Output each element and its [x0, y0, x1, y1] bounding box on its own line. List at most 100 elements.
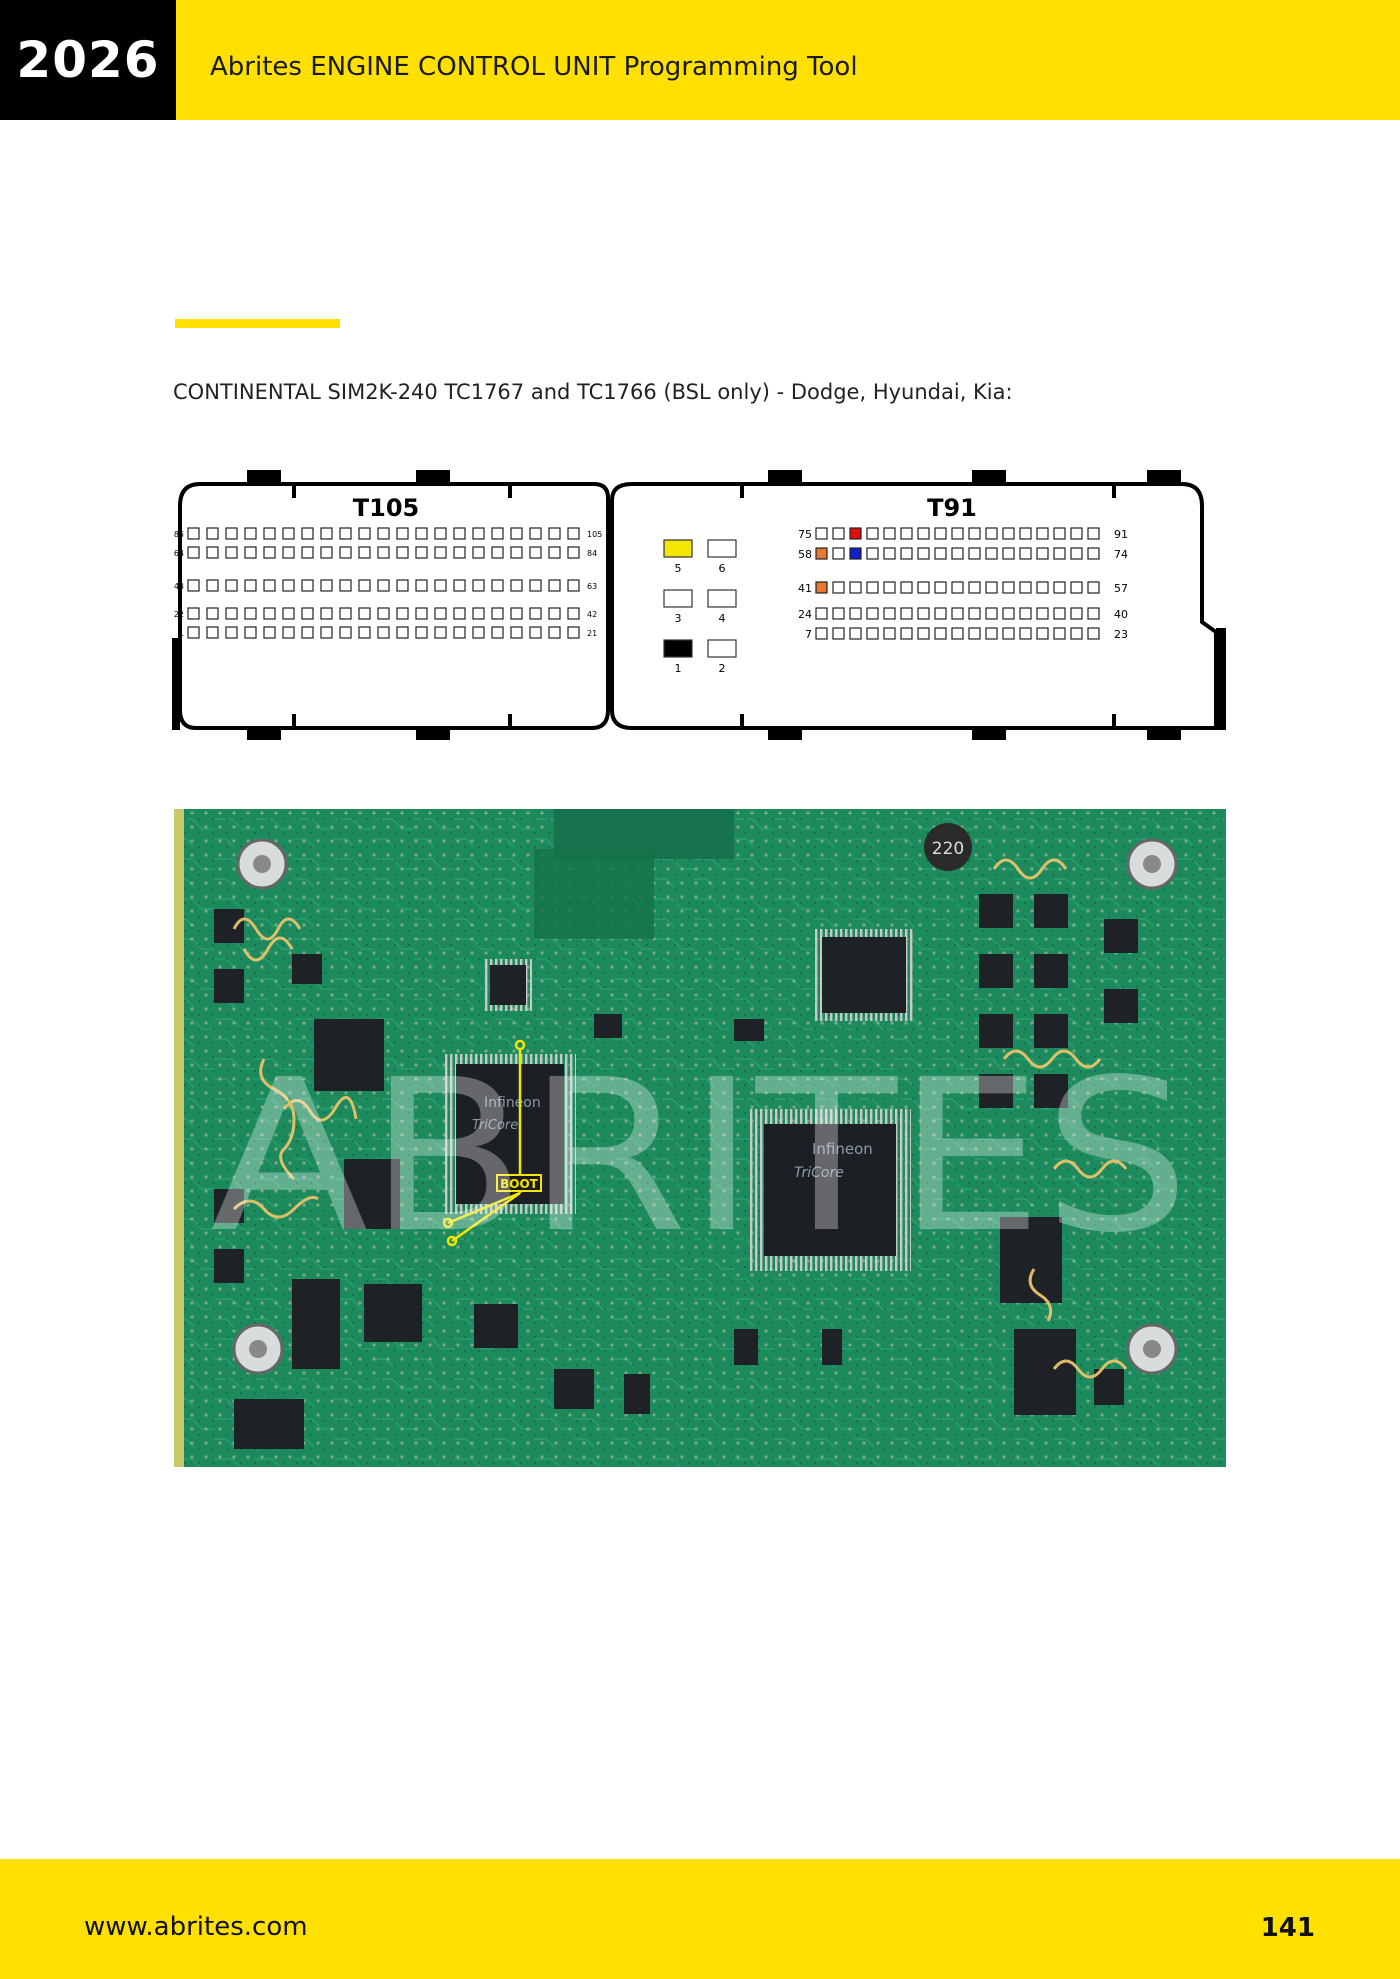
connector-pin [883, 527, 896, 540]
connector-pin [985, 581, 998, 594]
connector-pin [301, 579, 314, 592]
connector-pin [339, 579, 352, 592]
connector-pin [1087, 547, 1100, 560]
connector-pin [510, 527, 523, 540]
power-pin [663, 589, 693, 608]
connector-pin [1070, 627, 1083, 640]
connector-pin [567, 626, 580, 639]
connector-pin [1019, 527, 1032, 540]
connector-pin [358, 546, 371, 559]
connector-pin [1019, 607, 1032, 620]
connector-pin [1053, 581, 1066, 594]
page-header [0, 0, 1400, 120]
connector-pin [339, 546, 352, 559]
connector-pin [244, 579, 257, 592]
connector-pin [951, 627, 964, 640]
connector-pin [510, 607, 523, 620]
connector-pin [320, 626, 333, 639]
pin-row-start-label: 58 [798, 548, 812, 561]
t91-label: T91 [927, 494, 977, 522]
connector-pin [1070, 607, 1083, 620]
pin-row-end-label: 74 [1114, 548, 1128, 561]
connector-pin [263, 546, 276, 559]
continental-chip [814, 929, 914, 1021]
section-title: CONTINENTAL SIM2K-240 TC1767 and TC1766 … [173, 380, 1013, 404]
connector-pin [415, 527, 428, 540]
connector-pin [883, 607, 896, 620]
connector-pin [900, 581, 913, 594]
connector-pin [1087, 627, 1100, 640]
t105-label: T105 [353, 494, 419, 522]
connector-pin [548, 626, 561, 639]
connector-pin [1002, 581, 1015, 594]
header-title: Abrites ENGINE CONTROL UNIT Programming … [210, 52, 858, 82]
connector-pin [1002, 527, 1015, 540]
pin-row-end-label: 63 [587, 582, 597, 591]
connector-pin [548, 607, 561, 620]
connector-pin [301, 546, 314, 559]
connector-pin [282, 607, 295, 620]
connector-pin [453, 546, 466, 559]
connector-pin [529, 546, 542, 559]
connector-pin [472, 607, 485, 620]
connector-pin [832, 607, 845, 620]
connector-pin [206, 527, 219, 540]
connector-pin [1019, 627, 1032, 640]
connector-pin [206, 546, 219, 559]
connector-pin [187, 546, 200, 559]
connector-pin [244, 607, 257, 620]
connector-pin [849, 547, 862, 560]
connector-pin [358, 579, 371, 592]
connector-pin [548, 546, 561, 559]
connector-pin [951, 547, 964, 560]
pin-row-end-label: 105 [587, 530, 602, 539]
connector-pin [339, 527, 352, 540]
connector-pin [866, 527, 879, 540]
connector-pin [187, 626, 200, 639]
connector-pin [1053, 527, 1066, 540]
connector-pin [968, 607, 981, 620]
connector-pin [282, 579, 295, 592]
pin-row-end-label: 42 [587, 610, 597, 619]
page-number: 141 [1260, 1913, 1315, 1943]
connector-pin [529, 607, 542, 620]
connector-pin [453, 527, 466, 540]
svg-text:Infineon: Infineon [812, 1140, 873, 1158]
connector-pin [301, 607, 314, 620]
connector-pin [968, 527, 981, 540]
connector-pin [900, 607, 913, 620]
svg-text:TriCore: TriCore [472, 1118, 518, 1133]
connector-pin [815, 547, 828, 560]
connector-pin [985, 547, 998, 560]
connector-pin [320, 546, 333, 559]
connector-pin [453, 607, 466, 620]
pin-row-end-label: 23 [1114, 628, 1128, 641]
connector-pin [510, 546, 523, 559]
connector-pin [529, 527, 542, 540]
connector-pin [951, 607, 964, 620]
connector-pin [866, 607, 879, 620]
main-cpu-chip: Infineon TriCore [749, 1109, 911, 1271]
connector-pin [917, 581, 930, 594]
footer-url[interactable]: www.abrites.com [84, 1912, 308, 1942]
connector-pin [225, 546, 238, 559]
connector-pin [917, 607, 930, 620]
connector-pin [934, 547, 947, 560]
connector-pin [1019, 547, 1032, 560]
connector-pin [815, 527, 828, 540]
connector-pin [1002, 607, 1015, 620]
connector-pin [815, 581, 828, 594]
connector-pin [951, 527, 964, 540]
connector-pin [491, 626, 504, 639]
connector-pin [472, 527, 485, 540]
connector-pin [339, 607, 352, 620]
connector-pin [529, 626, 542, 639]
connector-pin [453, 626, 466, 639]
connector-pin [968, 547, 981, 560]
connector-pin [1087, 581, 1100, 594]
connector-pin [510, 626, 523, 639]
connector-pin [849, 627, 862, 640]
connector-pin [883, 581, 896, 594]
connector-pin [320, 607, 333, 620]
